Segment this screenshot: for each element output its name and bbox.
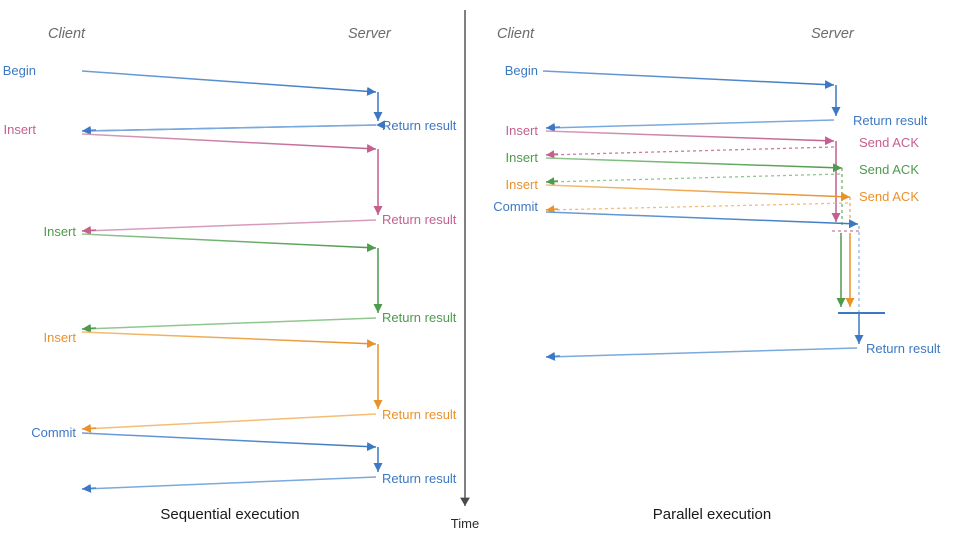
p-message-insert3-request: [545, 184, 851, 202]
p-label-client-insert-2: Insert: [505, 150, 538, 165]
label-client-insert-2: Insert: [43, 224, 76, 239]
p-ack-insert3-line: [547, 202, 849, 211]
p-ack-insert1-line: [547, 146, 835, 156]
lane-title-server-parallel: Server: [811, 26, 855, 42]
p-label-client-insert-1: Insert: [505, 123, 538, 138]
p-label-server-ack-1: Send ACK: [859, 135, 919, 150]
lane-title-client: Client: [48, 26, 86, 42]
time-axis: Time: [451, 10, 479, 531]
label-client-insert-1: Insert: [3, 122, 36, 137]
time-axis-label: Time: [451, 516, 479, 531]
p-ack-insert1-head: [545, 150, 559, 159]
p-message-insert2-request: [545, 157, 843, 173]
p-label-server-return-2: Return result: [866, 341, 941, 356]
p-ack-insert3-head: [545, 205, 559, 214]
p-message-begin-request: [542, 70, 835, 90]
p-message-commit-return-line: [547, 347, 858, 358]
label-client-commit: Commit: [31, 425, 76, 440]
lane-title-server: Server: [348, 26, 392, 42]
p-message-insert1-request: [545, 130, 835, 146]
p-label-server-return-1: Return result: [853, 113, 928, 128]
caption-sequential: Sequential execution: [160, 506, 299, 523]
label-client-begin: Begin: [3, 63, 36, 78]
p-label-client-insert-3: Insert: [505, 177, 538, 192]
p-message-commit-request: [545, 211, 859, 229]
message-insert3-return-line: [83, 413, 377, 430]
message-begin-return-line: [83, 124, 377, 132]
p-label-server-ack-3: Send ACK: [859, 189, 919, 204]
message-insert2-return-line: [83, 317, 377, 330]
p-label-server-ack-2: Send ACK: [859, 162, 919, 177]
panel-parallel: Client Server: [493, 26, 941, 523]
caption-parallel: Parallel execution: [653, 506, 771, 523]
p-label-client-begin: Begin: [505, 63, 538, 78]
message-commit-return-head: [81, 483, 97, 493]
label-server-return-1: Return result: [382, 118, 457, 133]
message-begin-request: [81, 70, 377, 96]
message-commit-return-line: [83, 476, 377, 490]
label-server-return-2: Return result: [382, 212, 457, 227]
message-begin-return-head: [81, 125, 97, 135]
p-message-commit-return-head: [545, 351, 561, 361]
message-insert1-return-head: [81, 225, 97, 235]
p-ack-insert2-head: [545, 177, 559, 186]
label-client-insert-3: Insert: [43, 330, 76, 345]
message-insert2-request: [81, 233, 377, 253]
label-server-return-3: Return result: [382, 310, 457, 325]
message-insert1-return-line: [83, 219, 377, 232]
message-insert1-request: [81, 133, 377, 154]
p-label-client-commit: Commit: [493, 199, 538, 214]
label-server-return-5: Return result: [382, 471, 457, 486]
panel-sequential: Client Server: [3, 26, 457, 523]
message-insert2-return-head: [81, 323, 97, 333]
p-message-begin-return-head: [545, 122, 561, 132]
p-ack-insert2-line: [547, 173, 841, 183]
message-commit-request: [81, 432, 377, 452]
p-message-begin-return-line: [547, 119, 835, 129]
lane-title-client-parallel: Client: [497, 26, 535, 42]
label-server-return-4: Return result: [382, 407, 457, 422]
message-insert3-return-head: [81, 423, 97, 433]
message-insert3-request: [81, 331, 377, 349]
